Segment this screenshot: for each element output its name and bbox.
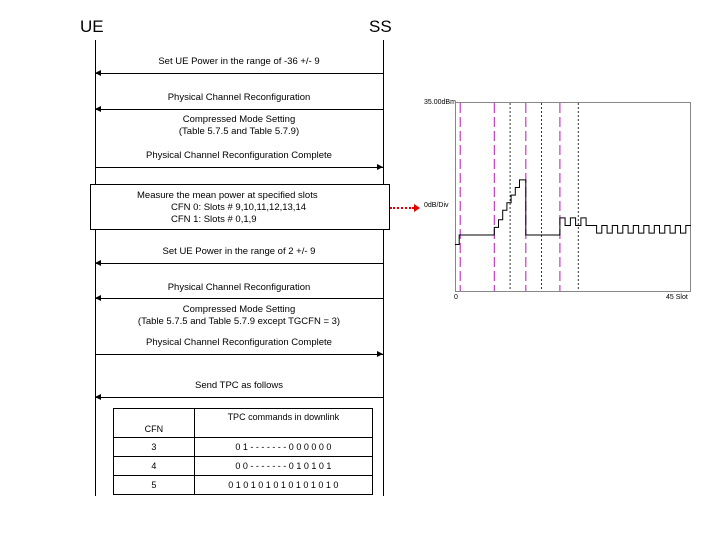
tpc-commands-cell: 0 0 - - - - - - - 0 1 0 1 0 1	[193, 456, 374, 476]
arrow-ue-to-ss	[95, 351, 383, 357]
tpc-table: CFN TPC commands in downlink 3 0 1 - - -…	[113, 408, 374, 495]
chart-markers	[459, 103, 579, 291]
message-send-tpc: Send TPC as follows	[194, 380, 283, 391]
ue-lifeline	[95, 40, 96, 496]
ss-lifeline	[383, 40, 384, 496]
arrow-ss-to-ue	[95, 70, 383, 76]
arrow-ss-to-ue	[95, 295, 383, 301]
chart-x-max-label: 45 Slot	[666, 294, 688, 301]
power-waveform	[455, 179, 691, 245]
dotted-arrow-to-chart	[390, 204, 420, 212]
tpc-header-commands: TPC commands in downlink	[193, 408, 374, 438]
chart-x-min-label: 0	[454, 294, 458, 301]
arrow-ss-to-ue	[95, 260, 383, 266]
arrow-ss-to-ue	[95, 394, 383, 400]
chart-y-top-label: 35.00dBm	[424, 99, 456, 106]
chart-frame	[455, 102, 691, 292]
table-row: 5 0 1 0 1 0 1 0 1 0 1 0 1 0 1 0	[113, 475, 374, 495]
compressed-mode-setting-2: Compressed Mode Setting	[182, 304, 296, 315]
measure-box-cfn0: CFN 0: Slots # 9,10,11,12,13,14	[171, 202, 307, 213]
message-phys-ch-reconfig-1: Physical Channel Reconfiguration	[167, 92, 311, 103]
compressed-mode-setting-1: Compressed Mode Setting	[182, 114, 296, 125]
message-phys-ch-reconfig-complete-1: Physical Channel Reconfiguration Complet…	[146, 150, 332, 161]
compressed-mode-tables-2: (Table 5.7.5 and Table 5.7.9 except TGCF…	[137, 316, 341, 327]
power-chart	[455, 102, 691, 292]
tpc-header-cfn: CFN	[113, 408, 195, 438]
tpc-commands-cell: 0 1 - - - - - - - 0 0 0 0 0 0	[193, 437, 374, 457]
table-row: 3 0 1 - - - - - - - 0 0 0 0 0 0	[113, 437, 374, 457]
measure-box-cfn1: CFN 1: Slots # 0,1,9	[171, 214, 257, 225]
message-phys-ch-reconfig-2: Physical Channel Reconfiguration	[167, 282, 311, 293]
measure-box: Measure the mean power at specified slot…	[90, 184, 390, 230]
message-phys-ch-reconfig-complete-2: Physical Channel Reconfiguration Complet…	[146, 337, 332, 348]
tpc-cfn-cell: 5	[113, 475, 195, 495]
message-set-ue-power-1: Set UE Power in the range of -36 +/- 9	[158, 56, 320, 67]
measure-box-title: Measure the mean power at specified slot…	[137, 190, 318, 201]
arrow-ss-to-ue	[95, 106, 383, 112]
tpc-cfn-cell: 4	[113, 456, 195, 476]
chart-y-mid-label: 0dB/Div	[424, 202, 449, 209]
ue-label: UE	[80, 17, 104, 36]
arrow-ue-to-ss	[95, 164, 383, 170]
tpc-commands-cell: 0 1 0 1 0 1 0 1 0 1 0 1 0 1 0	[193, 475, 374, 495]
message-set-ue-power-2: Set UE Power in the range of 2 +/- 9	[162, 246, 316, 257]
tpc-cfn-cell: 3	[113, 437, 195, 457]
table-row: 4 0 0 - - - - - - - 0 1 0 1 0 1	[113, 456, 374, 476]
compressed-mode-tables-1: (Table 5.7.5 and Table 5.7.9)	[178, 126, 300, 137]
tpc-table-header: CFN TPC commands in downlink	[113, 408, 374, 438]
ss-label: SS	[369, 17, 392, 36]
